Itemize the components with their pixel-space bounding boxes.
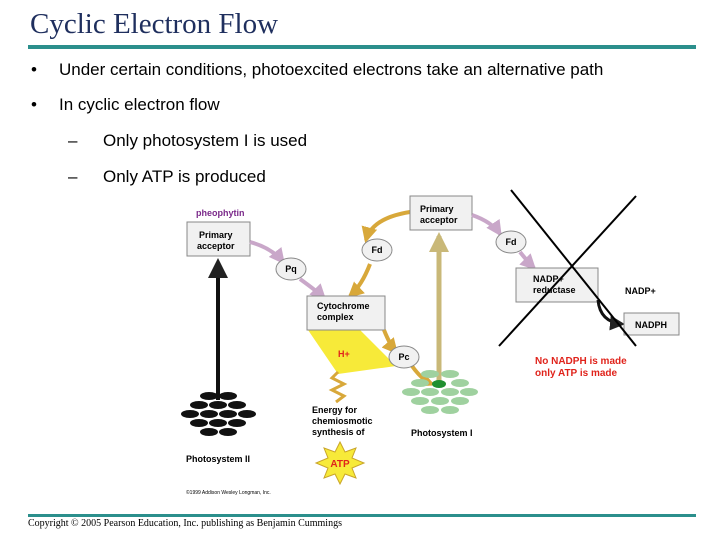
- cytochrome-line1: Cytochrome: [317, 301, 370, 311]
- cross-out-line-2: [498, 195, 637, 347]
- slide-title: Cyclic Electron Flow: [30, 8, 279, 40]
- cytochrome-complex: Cytochrome complex: [306, 295, 386, 331]
- energy-zigzag: [328, 370, 348, 404]
- nadp-plus-label: NADP+: [625, 286, 656, 296]
- bullet-text: Under certain conditions, photoexcited e…: [59, 60, 604, 79]
- nadp-reductase: NADP+ reductase: [515, 267, 599, 303]
- energy-line2: chemiosmotic: [312, 416, 373, 426]
- copyright-footer: Copyright © 2005 Pearson Education, Inc.…: [28, 518, 342, 529]
- footer-rule: [28, 514, 696, 517]
- fd-carrier-linear: Fd: [495, 230, 527, 254]
- photosystem-i-cluster: [402, 370, 478, 414]
- sub-bullet-text: Only ATP is produced: [103, 167, 266, 186]
- bullet-text: In cyclic electron flow: [59, 95, 220, 114]
- fd-to-reductase-arrow: [518, 250, 537, 271]
- ps2-acceptor-line2: acceptor: [197, 241, 235, 251]
- fd-carrier-cyclic: Fd: [361, 238, 393, 262]
- pc-label: Pc: [398, 352, 409, 362]
- sub-bullet-mark: –: [68, 167, 78, 186]
- fd-left-label: Fd: [372, 245, 383, 255]
- acceptor-to-fd-right-arrow: [471, 213, 502, 237]
- reductase-line2: reductase: [533, 285, 576, 295]
- pq-to-cytochrome-arrow: [298, 277, 327, 301]
- pc-to-ps1-arrow: [410, 364, 435, 387]
- photosystem-ii-cluster: [181, 392, 256, 436]
- photosystem-i-label: Photosystem I: [411, 428, 473, 438]
- title-rule: [28, 45, 696, 49]
- h-plus-label: H+: [338, 349, 350, 359]
- figure-credit: ©1999 Addison Wesley Longman, Inc.: [186, 489, 271, 496]
- ps2-primary-acceptor: Primary acceptor: [186, 221, 251, 257]
- acceptor-to-pq-arrow: [249, 240, 285, 265]
- pc-carrier: Pc: [388, 345, 420, 369]
- ps1-acceptor-line2: acceptor: [420, 215, 458, 225]
- sub-bullet-text: Only photosystem I is used: [103, 131, 308, 150]
- reductase-line1: NADP+: [533, 274, 564, 284]
- ps1-reaction-center: [432, 380, 446, 388]
- nadph-box: NADPH: [623, 312, 680, 336]
- photosystem-ii-label: Photosystem II: [186, 454, 250, 464]
- energy-line1: Energy for: [312, 405, 358, 415]
- proton-gradient-fan: [308, 330, 396, 374]
- no-nadph-note-line2: only ATP is made: [535, 368, 617, 379]
- atp-starburst: ATP: [314, 440, 366, 486]
- bullet-mark: •: [31, 60, 37, 79]
- bullet-mark: •: [31, 95, 37, 114]
- no-nadph-note-line1: No NADPH is made: [535, 356, 627, 367]
- pheophytin-label: pheophytin: [196, 208, 245, 218]
- ps1-acceptor-line1: Primary: [420, 204, 454, 214]
- energy-line3: synthesis of: [312, 427, 366, 437]
- ps2-acceptor-line1: Primary: [199, 230, 233, 240]
- ps1-primary-acceptor: Primary acceptor: [409, 195, 473, 231]
- pq-carrier: Pq: [275, 257, 307, 281]
- fd-right-label: Fd: [506, 237, 517, 247]
- fd-to-cytochrome-arrow: [347, 263, 372, 299]
- cytochrome-line2: complex: [317, 312, 354, 322]
- nadph-label: NADPH: [635, 320, 667, 330]
- acceptor-to-fd-arrow: [361, 210, 411, 244]
- cross-out-line-1: [510, 189, 637, 347]
- pq-label: Pq: [285, 264, 297, 274]
- sub-bullet-mark: –: [68, 131, 78, 150]
- atp-label: ATP: [330, 459, 350, 470]
